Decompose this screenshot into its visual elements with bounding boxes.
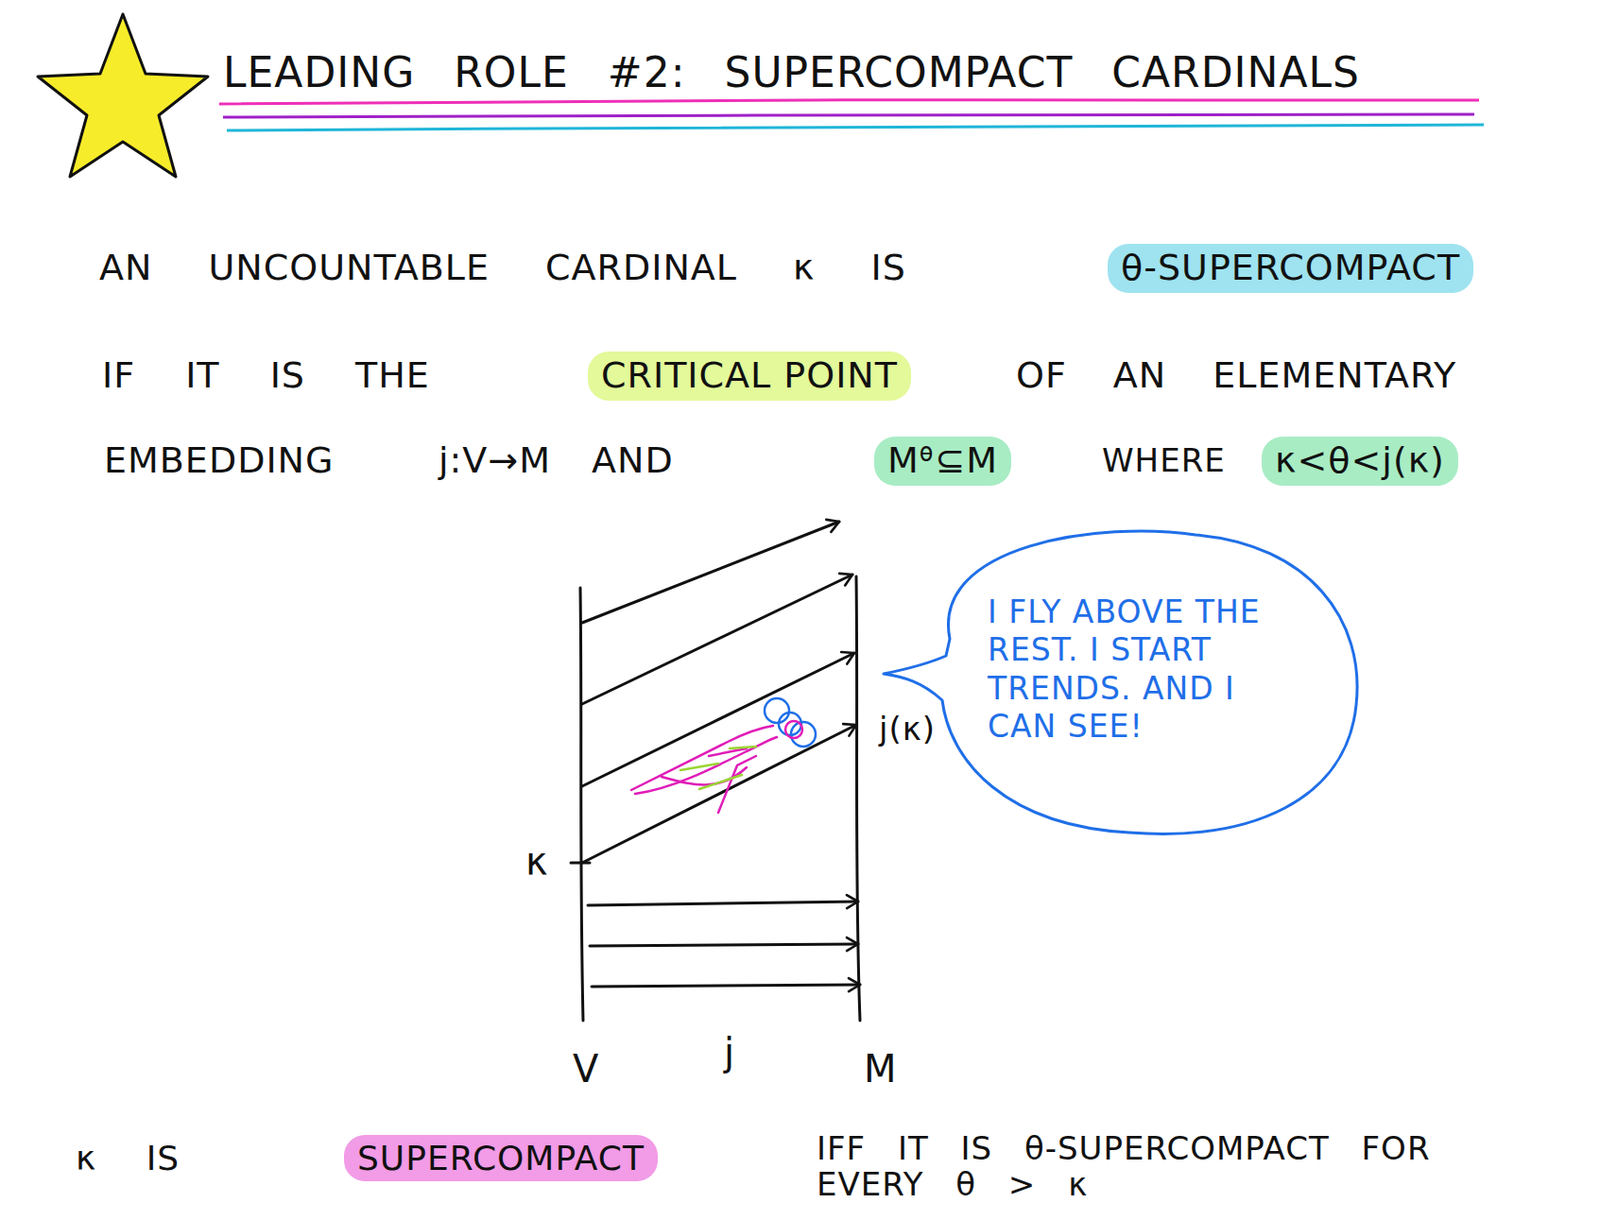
speech-bubble: I FLY ABOVE THE REST. I START TRENDS. AN… bbox=[893, 525, 1366, 838]
highlighted-term: CRITICAL POINT bbox=[587, 351, 912, 401]
star-icon bbox=[37, 14, 208, 177]
v-line bbox=[580, 587, 584, 1021]
axis-label: M bbox=[863, 1047, 898, 1091]
axis-label: j(κ) bbox=[878, 710, 936, 748]
hero-figure bbox=[631, 698, 816, 813]
underline-cyan bbox=[226, 124, 1484, 131]
highlighted-term: SUPERCOMPACT bbox=[344, 1135, 658, 1182]
map-arrow bbox=[587, 901, 859, 906]
definition-text: EMBEDDING bbox=[103, 440, 334, 482]
axis-label: κ bbox=[525, 839, 550, 883]
underline-purple bbox=[223, 114, 1475, 118]
map-arrow bbox=[589, 944, 859, 947]
definition-text: j:V→M AND bbox=[438, 440, 674, 482]
map-arrow bbox=[582, 521, 840, 623]
map-arrow bbox=[582, 574, 853, 705]
statement-text: κ IS bbox=[75, 1138, 180, 1178]
axis-label: V bbox=[572, 1047, 600, 1091]
speech-text: I FLY ABOVE THE REST. I START TRENDS. AN… bbox=[987, 593, 1300, 746]
kappa-tick bbox=[570, 861, 590, 865]
axis-label: j bbox=[723, 1030, 736, 1074]
definition-text: IF IT IS THE bbox=[102, 355, 431, 397]
slide-title: LEADING ROLE #2: SUPERCOMPACT CARDINALS bbox=[223, 49, 1360, 98]
highlighted-term: Mᶿ⊆M bbox=[874, 436, 1012, 486]
highlighted-term: θ-SUPERCOMPACT bbox=[1107, 243, 1474, 293]
statement-text: IFF IT IS θ-SUPERCOMPACT FOR EVERY θ > κ bbox=[816, 1130, 1497, 1203]
bubble-outline bbox=[883, 531, 1358, 834]
definition-text: AN UNCOUNTABLE CARDINAL κ IS bbox=[99, 247, 907, 290]
underline-pink bbox=[219, 99, 1480, 104]
map-arrow bbox=[582, 724, 857, 863]
m-line bbox=[856, 576, 861, 1021]
highlighted-term: κ<θ<j(κ) bbox=[1261, 436, 1459, 486]
definition-text: WHERE bbox=[1101, 442, 1226, 480]
map-arrow bbox=[591, 984, 861, 987]
definition-text: OF AN ELEMENTARY bbox=[1015, 355, 1457, 397]
